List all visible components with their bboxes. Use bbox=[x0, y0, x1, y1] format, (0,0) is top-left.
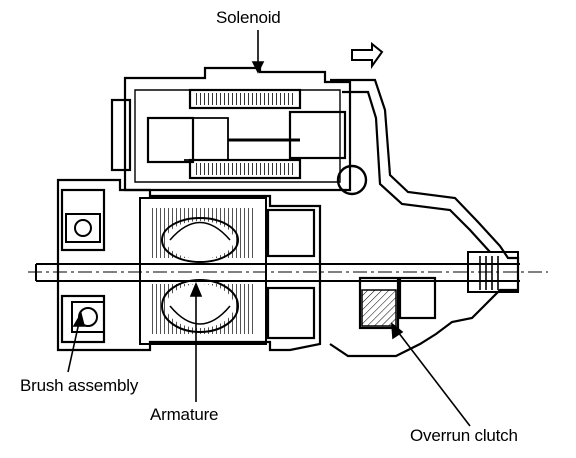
leader-lines bbox=[67, 30, 471, 427]
label-armature: Armature bbox=[150, 405, 219, 424]
leader-overrun bbox=[394, 327, 471, 427]
solenoid-body bbox=[110, 66, 368, 196]
brush-assembly-part bbox=[65, 213, 105, 333]
pinion-gear bbox=[479, 256, 499, 290]
arrow-armature bbox=[189, 281, 203, 297]
arrow-solenoid bbox=[251, 61, 265, 74]
arrow-brush bbox=[72, 311, 86, 327]
overrun-clutch-part bbox=[361, 289, 397, 327]
armature-shaft bbox=[35, 263, 520, 282]
label-overrun-clutch: Overrun clutch bbox=[410, 426, 518, 445]
leader-brush bbox=[67, 317, 81, 373]
terminal-plug bbox=[351, 41, 384, 70]
drive-end-housing bbox=[329, 78, 520, 358]
label-solenoid: Solenoid bbox=[216, 8, 281, 27]
arrow-overrun bbox=[391, 322, 404, 340]
solenoid-coil-top bbox=[194, 93, 296, 105]
solenoid-coil-bottom bbox=[194, 163, 296, 175]
label-brush-assembly: Brush assembly bbox=[20, 376, 139, 395]
